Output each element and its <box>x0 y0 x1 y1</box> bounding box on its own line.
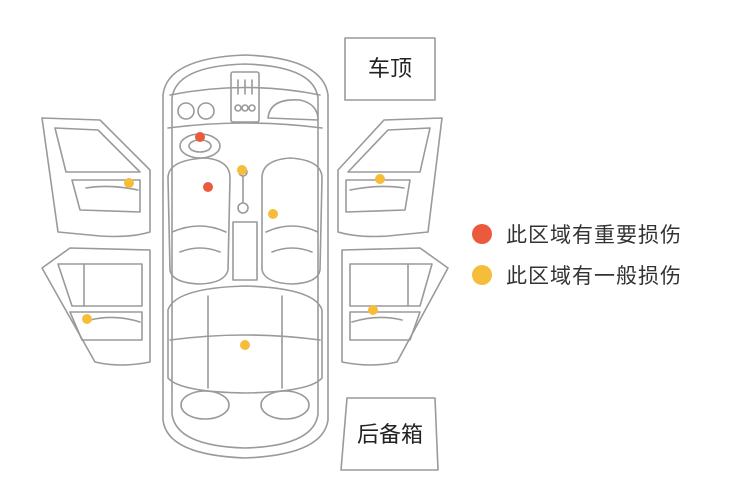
damage-marker-passenger-seat[interactable] <box>268 209 278 219</box>
damage-marker-rear-seat[interactable] <box>240 340 250 350</box>
damage-marker-steering-wheel[interactable] <box>195 132 205 142</box>
damage-marker-front-right-door[interactable] <box>375 174 385 184</box>
damage-marker-front-left-door[interactable] <box>124 178 134 188</box>
damage-marker-center-console[interactable] <box>237 165 247 175</box>
car-body-outline <box>162 54 329 459</box>
trunk-area[interactable] <box>340 397 439 471</box>
damage-marker-driver-seat[interactable] <box>203 182 213 192</box>
minor-damage-dot-icon <box>472 265 492 285</box>
roof-area[interactable] <box>344 37 436 101</box>
trunk-label: 后备箱 <box>357 423 423 448</box>
legend-minor: 此区域有一般损伤 <box>472 260 682 290</box>
legend-major-label: 此区域有重要损伤 <box>506 223 682 247</box>
damage-markers <box>82 132 385 350</box>
front-left-door[interactable] <box>41 117 151 238</box>
rear-right-door[interactable] <box>341 247 449 366</box>
front-right-door[interactable] <box>337 117 443 238</box>
damage-marker-rear-left-door[interactable] <box>82 314 92 324</box>
major-damage-dot-icon <box>472 224 492 244</box>
roof-label: 车顶 <box>368 57 412 82</box>
legend-major: 此区域有重要损伤 <box>472 219 682 249</box>
rear-left-door[interactable] <box>41 247 151 366</box>
damage-marker-rear-right-door[interactable] <box>368 305 378 315</box>
legend-minor-label: 此区域有一般损伤 <box>506 264 682 288</box>
